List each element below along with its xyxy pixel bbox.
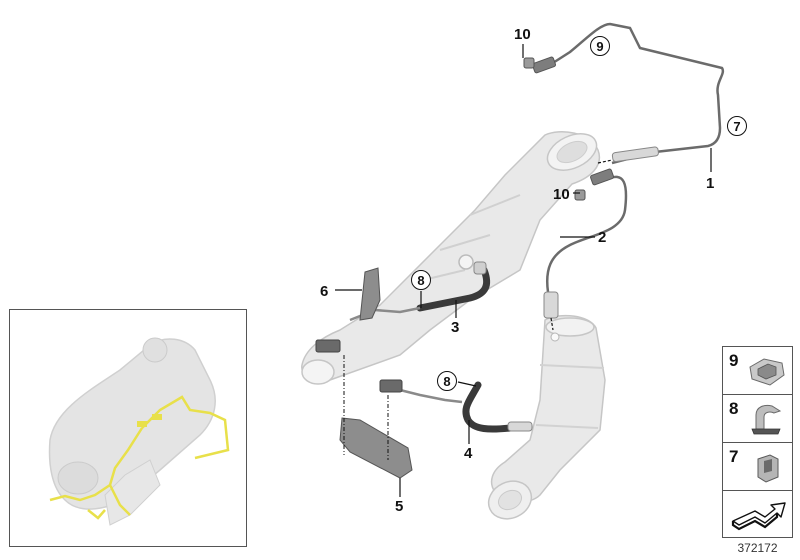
callout-circled-7[interactable]: 7 (727, 116, 747, 136)
callout-circled-8-upper[interactable]: 8 (411, 270, 431, 290)
oxygen-sensor-2 (543, 168, 628, 331)
oxygen-sensor-1 (532, 22, 725, 165)
cable-clip-icon (757, 454, 779, 483)
legend-number: 7 (729, 447, 739, 466)
callout-4[interactable]: 4 (464, 445, 473, 462)
bracket-6 (359, 267, 381, 321)
engine-overview-inset (9, 309, 247, 547)
legend-number: 8 (729, 399, 739, 418)
legend-item-8[interactable]: 8 (723, 395, 792, 443)
spring-clip-icon (749, 358, 785, 386)
parts-legend: 9 8 7 (722, 346, 793, 538)
callout-3[interactable]: 3 (451, 319, 460, 336)
legend-item-arrow[interactable] (723, 491, 792, 537)
callout-10-middle[interactable]: 10 (553, 186, 570, 203)
exhaust-manifold-pipe (301, 131, 601, 385)
callout-6[interactable]: 6 (320, 283, 329, 300)
callout-5[interactable]: 5 (395, 498, 404, 515)
arrow-direction-icon (731, 502, 786, 531)
catalytic-converter (487, 314, 606, 520)
leader-lines (335, 44, 712, 497)
diagram-reference-number: 372172 (737, 541, 778, 555)
legend-item-9[interactable]: 9 (723, 347, 792, 395)
engine-overview-image (48, 337, 230, 526)
highlighted-wiring (49, 395, 230, 520)
callout-circled-9[interactable]: 9 (590, 36, 610, 56)
bracket-5 (339, 355, 413, 479)
legend-item-7[interactable]: 7 (723, 443, 792, 491)
hose-clip-icon (751, 404, 782, 435)
callout-circled-8-lower[interactable]: 8 (437, 371, 457, 391)
sensor-hose-4 (379, 379, 533, 433)
legend-number: 9 (729, 351, 739, 370)
callout-10-top[interactable]: 10 (514, 26, 531, 43)
callout-1[interactable]: 1 (706, 175, 715, 192)
callout-2[interactable]: 2 (598, 229, 607, 246)
